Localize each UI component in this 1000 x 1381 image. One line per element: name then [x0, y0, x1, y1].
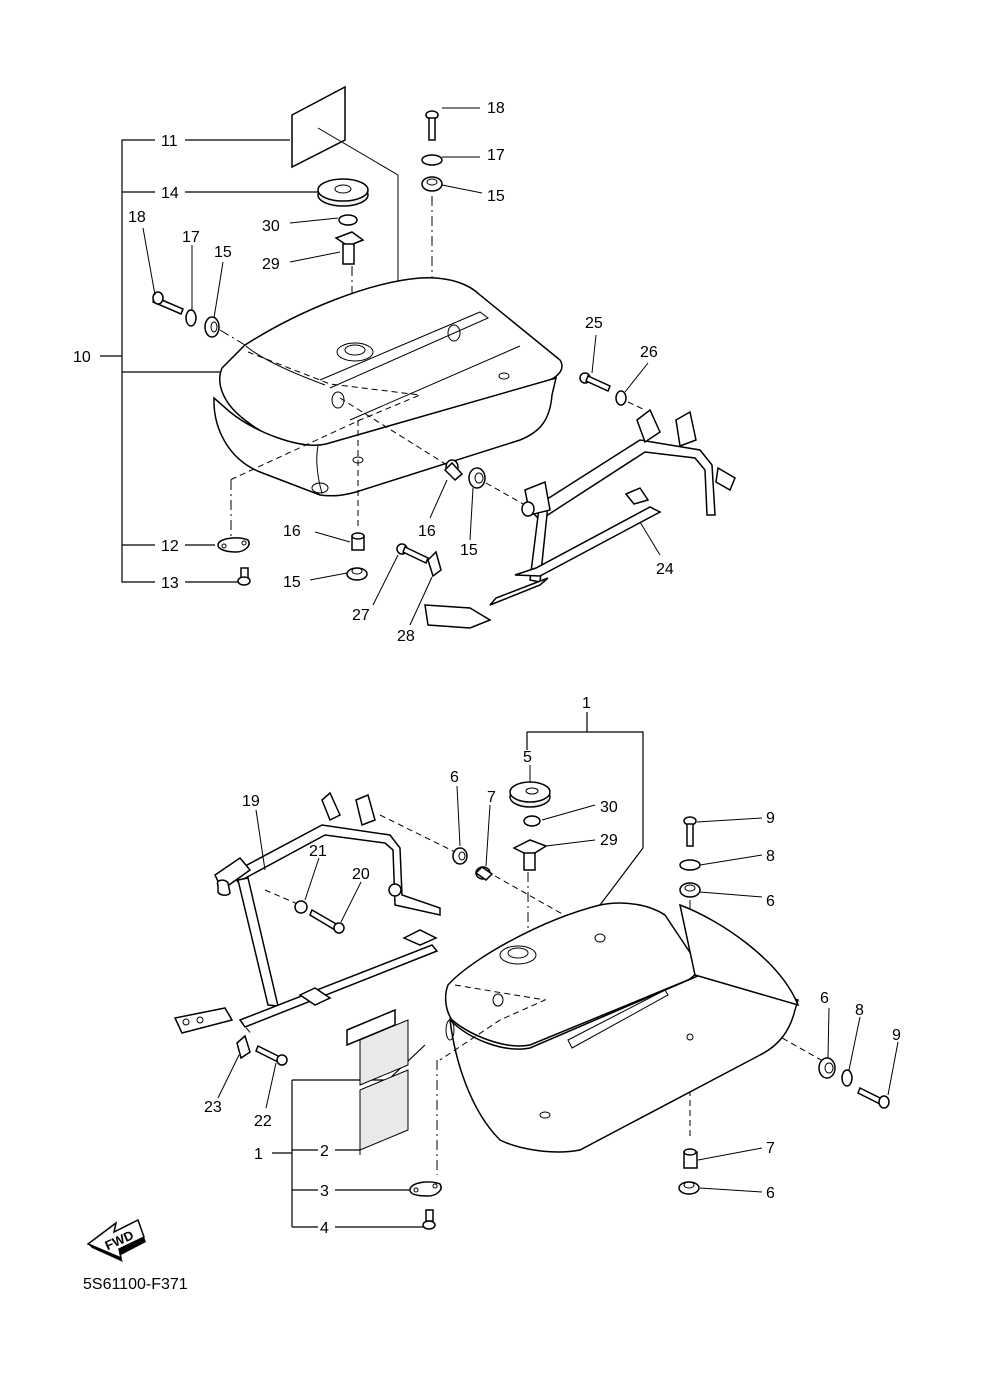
- part-number-15: 15: [214, 244, 232, 261]
- part-number-19: 19: [242, 793, 260, 810]
- part-number-15: 15: [283, 574, 301, 591]
- part-number-7: 7: [487, 789, 496, 806]
- plate-23: [236, 1034, 251, 1060]
- part-number-15: 15: [487, 188, 505, 205]
- part-number-1: 1: [582, 695, 591, 712]
- bolt-25: [579, 372, 611, 393]
- diagram-code: 5S61100-F371: [83, 1276, 188, 1293]
- stay-24: [424, 408, 736, 629]
- cap-14: [317, 178, 369, 207]
- screw-4: [422, 1209, 436, 1230]
- grommet-15-a: [468, 467, 486, 489]
- part-number-15: 15: [460, 542, 478, 559]
- grommet-15-top: [421, 176, 443, 192]
- part-number-18: 18: [487, 100, 505, 117]
- washer-8-top: [679, 859, 701, 871]
- part-number-10: 10: [73, 349, 91, 366]
- part-number-6: 6: [766, 1185, 775, 1202]
- part-number-22: 22: [254, 1113, 272, 1130]
- washer-8-right: [841, 1069, 853, 1087]
- part-number-6: 6: [766, 893, 775, 910]
- washer-17-top: [421, 154, 443, 166]
- bolt-22: [255, 1044, 288, 1066]
- bolt-9-top: [683, 816, 697, 847]
- part-number-28: 28: [397, 628, 415, 645]
- part-number-4: 4: [320, 1220, 329, 1237]
- collar-16-b: [351, 532, 365, 551]
- part-number-17: 17: [182, 229, 200, 246]
- part-number-13: 13: [161, 575, 179, 592]
- part-number-29: 29: [600, 832, 618, 849]
- clip-3: [409, 1181, 442, 1197]
- part-number-16: 16: [283, 523, 301, 540]
- part-number-20: 20: [352, 866, 370, 883]
- part-number-9: 9: [892, 1027, 901, 1044]
- plate-28: [427, 550, 442, 578]
- part-number-18: 18: [128, 209, 146, 226]
- part-number-30: 30: [600, 799, 618, 816]
- part-number-24: 24: [656, 561, 674, 578]
- cap-5: [509, 781, 551, 808]
- grommet-15-left: [204, 316, 220, 338]
- washer-21: [294, 900, 308, 914]
- top-assembly: 11 14 10 12 13 18 17 15 30 29 18 17 15 2…: [73, 85, 736, 645]
- collar-7-b: [683, 1148, 698, 1169]
- bolt-20: [309, 908, 345, 934]
- label-sheet-2: [346, 1008, 409, 1155]
- part-number-27: 27: [352, 607, 370, 624]
- collar-16-a: [443, 459, 464, 482]
- leaders-bottom: [217, 765, 899, 1193]
- frame-19: [173, 791, 441, 1034]
- part-number-12: 12: [161, 538, 179, 555]
- bolt-9-right: [857, 1086, 890, 1109]
- part-number-8: 8: [855, 1002, 864, 1019]
- o-ring-30: [338, 214, 358, 226]
- screw-13: [237, 567, 251, 586]
- part-number-8: 8: [766, 848, 775, 865]
- part-number-16: 16: [418, 523, 436, 540]
- o-ring-30-bottom: [523, 815, 541, 827]
- clip-12: [217, 537, 250, 553]
- part-number-9: 9: [766, 810, 775, 827]
- part-number-25: 25: [585, 315, 603, 332]
- part-number-23: 23: [204, 1099, 222, 1116]
- part-number-21: 21: [309, 843, 327, 860]
- bolt-18-left: [152, 291, 184, 315]
- fwd-arrow-icon: FWD: [86, 1218, 146, 1262]
- saddlebag-top: [213, 276, 563, 497]
- grommet-6-bottom: [678, 1181, 700, 1195]
- bolt-18-top: [425, 110, 439, 141]
- part-number-1: 1: [254, 1146, 263, 1163]
- part-number-6: 6: [450, 769, 459, 786]
- part-number-14: 14: [161, 185, 179, 202]
- washer-17-left: [185, 309, 197, 327]
- part-number-11: 11: [161, 133, 178, 150]
- saddlebag-bottom: [444, 902, 800, 1153]
- part-number-6: 6: [820, 990, 829, 1007]
- part-number-3: 3: [320, 1183, 329, 1200]
- part-number-2: 2: [320, 1143, 329, 1160]
- part-number-26: 26: [640, 344, 658, 361]
- part-number-17: 17: [487, 147, 505, 164]
- bracket-1-top: [526, 712, 644, 906]
- collar-7-a: [474, 866, 494, 881]
- grommet-6-a: [452, 847, 468, 865]
- part-number-30: 30: [262, 218, 280, 235]
- grommet-15-b: [346, 567, 368, 581]
- part-number-29: 29: [262, 256, 280, 273]
- bolt-27: [396, 543, 429, 565]
- grommet-6-right: [818, 1057, 836, 1079]
- part-number-5: 5: [523, 749, 532, 766]
- washer-26: [615, 390, 627, 406]
- bracket-10: [100, 139, 320, 583]
- bottom-assembly: 1 5 30 29 6 7 9 8 6 6 8 9 7 6 19 21 20 2…: [173, 695, 901, 1237]
- grommet-6-top: [679, 882, 701, 898]
- part-number-7: 7: [766, 1140, 775, 1157]
- leaders-top: [142, 107, 661, 626]
